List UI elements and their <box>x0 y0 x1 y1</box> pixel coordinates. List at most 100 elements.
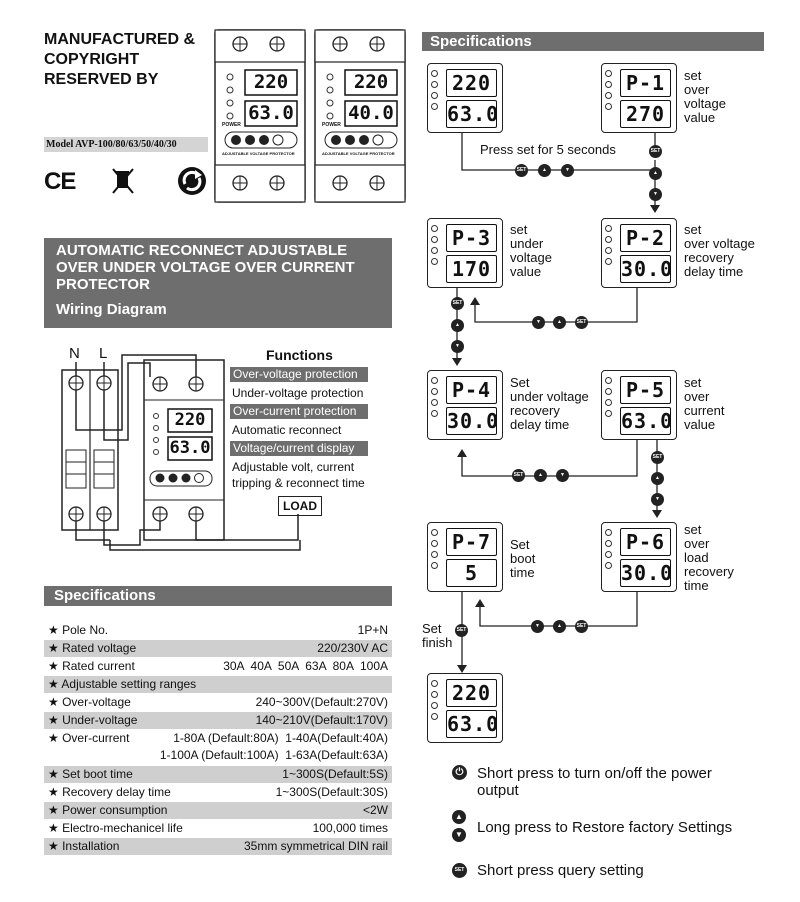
down-icon: ▼ <box>452 828 466 842</box>
manufacturer-block: MANUFACTURED & COPYRIGHT RESERVED BY <box>44 30 195 90</box>
function-under-voltage: Under-voltage protection <box>232 386 364 400</box>
lcd-bottom: 30.0 <box>620 559 674 587</box>
indicator-leds <box>605 70 615 114</box>
flow-device-p1: P-1 270 <box>601 63 677 133</box>
legend-set-text: Short press query setting <box>477 862 644 879</box>
spec-value: 1P+N <box>357 623 388 637</box>
load-box: LOAD <box>278 496 322 516</box>
device-b-brand-strip: ADJUSTABLE VOLTAGE PROTECTOR <box>322 151 395 156</box>
set-finish-label: Set finish <box>422 622 452 650</box>
spec-value: 1~300S(Default:5S) <box>282 767 388 781</box>
spec-key: ★ Recovery delay time <box>48 785 171 799</box>
spec-key: ★ Installation <box>48 839 120 853</box>
up-button-icon: ▲ <box>651 472 664 485</box>
indicator-leds <box>431 70 441 114</box>
set-button-icon: SET <box>512 469 525 482</box>
spec-row-boot-time: ★ Set boot time 1~300S(Default:5S) <box>44 766 392 783</box>
set-button-icon: SET <box>451 297 464 310</box>
up-button-icon: ▲ <box>538 164 551 177</box>
spec-value: 240~300V(Default:270V) <box>255 695 388 709</box>
line-label: L <box>99 345 108 362</box>
indicator-leds <box>431 680 441 724</box>
manufacturer-line-2: COPYRIGHT <box>44 51 140 68</box>
spec-key: ★ Pole No. <box>48 623 109 637</box>
note-p4: Set under voltage recovery delay time <box>510 375 589 432</box>
lcd-bottom: 63.0 <box>446 100 500 128</box>
spec-key: ★ Under-voltage <box>48 713 138 727</box>
lcd-bottom: 5 <box>446 559 497 587</box>
legend-updown-text: Long press to Restore factory Settings <box>477 819 733 836</box>
spec-value: 35mm symmetrical DIN rail <box>243 839 388 853</box>
note-p5: set over current value <box>684 375 725 432</box>
functions-title: Functions <box>266 347 333 363</box>
set-finish-line-1: Set <box>422 621 442 636</box>
spec-value: 100,000 times <box>312 821 388 835</box>
spec-value: <2W <box>362 803 388 817</box>
lcd-bottom: 30.0 <box>446 407 500 435</box>
flow-device-p6: P-6 30.0 <box>601 522 677 592</box>
lcd-top: P-7 <box>446 528 497 556</box>
spec-row-power-consumption: ★ Power consumption<2W <box>44 802 392 819</box>
spec-row-over-current: ★ Over-current 1-80A (Default:80A) 1-40A(… <box>44 730 392 764</box>
set-finish-line-2: finish <box>422 635 453 650</box>
note-p3: set under voltage value <box>510 222 552 279</box>
specs-left-header: Specifications <box>44 586 392 606</box>
indicator-leds <box>431 529 441 573</box>
up-button-icon: ▲ <box>649 167 662 180</box>
function-over-current: Over-current protection <box>230 404 368 419</box>
down-button-icon: ▼ <box>532 316 545 329</box>
lcd-top: P-5 <box>620 376 671 404</box>
device-a-power-label: POWER <box>222 122 241 128</box>
down-button-icon: ▼ <box>556 469 569 482</box>
spec-row-recovery-delay: ★ Recovery delay time 1~300S(Default:30S) <box>44 784 392 801</box>
press-set-label: Press set for 5 seconds <box>480 142 616 157</box>
spec-value: 1~300S(Default:30S) <box>275 785 388 799</box>
up-button-icon: ▲ <box>553 620 566 633</box>
product-title-line-1: AUTOMATIC RECONNECT ADJUSTABLE <box>56 242 348 259</box>
spec-key: ★ Set boot time <box>48 767 133 781</box>
spec-key: ★ Rated voltage <box>48 641 137 655</box>
indicator-leds <box>431 377 441 421</box>
ce-mark-icon: CE <box>44 168 76 195</box>
set-button-icon: SET <box>575 620 588 633</box>
spec-key: ★ Rated current <box>48 659 135 673</box>
flow-device-start: 220 63.0 <box>427 63 503 133</box>
set-button-icon: SET <box>649 145 662 158</box>
wiring-display-top: 220 <box>174 410 206 430</box>
down-button-icon: ▼ <box>561 164 574 177</box>
lcd-top: P-4 <box>446 376 497 404</box>
up-button-icon: ▲ <box>553 316 566 329</box>
spec-row-life: ★ Electro-mechanicel life 100,000 times <box>44 820 392 837</box>
power-icon: ⏻ <box>452 765 467 780</box>
product-title-line-2: OVER UNDER VOLTAGE OVER CURRENT <box>56 259 355 276</box>
lcd-top: P-1 <box>620 69 671 97</box>
set-button-icon: SET <box>515 164 528 177</box>
lcd-bottom: 63.0 <box>620 407 674 435</box>
indicator-leds <box>605 377 615 421</box>
spec-key: ★ Over-current <box>48 731 130 745</box>
lcd-top: 220 <box>446 69 497 97</box>
lcd-top: P-3 <box>446 224 497 252</box>
device-a-display-top: 220 <box>253 71 289 93</box>
neutral-label: N <box>69 345 80 362</box>
indicator-leds <box>605 529 615 573</box>
spec-key: ★ Over-voltage <box>48 695 131 709</box>
function-over-voltage: Over-voltage protection <box>230 367 368 382</box>
note-p2: set over voltage recovery delay time <box>684 222 755 279</box>
spec-key: ★ Electro-mechanicel life <box>48 821 183 835</box>
function-adjustable-1: Adjustable volt, current <box>232 460 355 474</box>
spec-value: 1-80A (Default:80A) 1-40A(Default:40A) <box>173 731 388 745</box>
lcd-bottom: 170 <box>446 255 497 283</box>
wiring-display-bottom: 63.0 <box>169 438 211 458</box>
spec-row-adjustable: ★ Adjustable setting ranges <box>44 676 392 693</box>
note-p6: set over load recovery time <box>684 522 734 593</box>
product-title-banner: AUTOMATIC RECONNECT ADJUSTABLE OVER UNDE… <box>44 238 392 328</box>
set-button-icon: SET <box>455 624 468 637</box>
spec-value: 140~210V(Default:170V) <box>255 713 388 727</box>
flow-device-p4: P-4 30.0 <box>427 370 503 440</box>
flow-device-finish: 220 63.0 <box>427 673 503 743</box>
specs-right-header: Specifications <box>422 32 764 51</box>
note-p7: Set boot time <box>510 537 536 580</box>
